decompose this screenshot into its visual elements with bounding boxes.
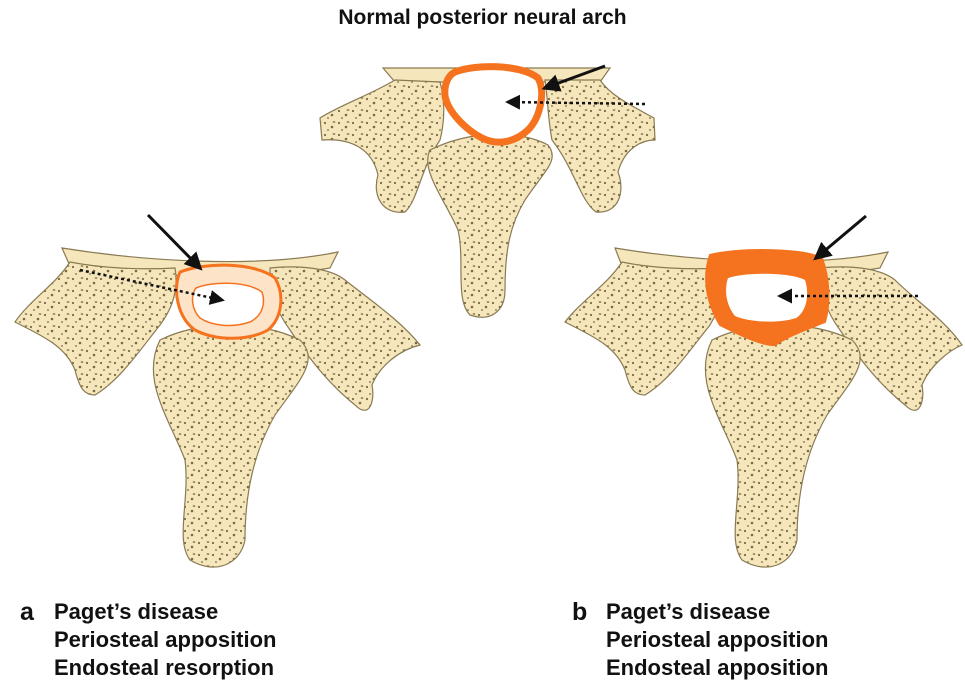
enlarged-canal bbox=[193, 283, 264, 325]
spinous-process bbox=[428, 134, 553, 317]
panel-letter-a: a bbox=[20, 598, 34, 626]
caption-b-line-3: Endosteal apposition bbox=[606, 654, 829, 682]
caption-b-line-1: Paget’s disease bbox=[606, 598, 829, 626]
left-lamina bbox=[320, 80, 444, 212]
caption-a-line-1: Paget’s disease bbox=[54, 598, 277, 626]
arch-b bbox=[565, 216, 962, 567]
normal-arch bbox=[320, 66, 655, 317]
arch-a bbox=[15, 215, 420, 567]
spinous-process bbox=[153, 325, 308, 567]
caption-a-line-3: Endosteal resorption bbox=[54, 654, 277, 682]
figure-title: Normal posterior neural arch bbox=[0, 6, 965, 30]
left-lamina bbox=[565, 262, 723, 395]
left-lamina bbox=[15, 262, 176, 395]
caption-b: b Paget’s disease Periosteal apposition … bbox=[572, 598, 902, 688]
narrowed-canal bbox=[726, 274, 807, 322]
caption-a-line-2: Periosteal apposition bbox=[54, 626, 277, 654]
caption-b-line-2: Periosteal apposition bbox=[606, 626, 829, 654]
right-lamina bbox=[545, 80, 655, 212]
neural-canal-cortex bbox=[445, 67, 542, 143]
caption-a: a Paget’s disease Periosteal apposition … bbox=[20, 598, 350, 688]
spinous-process bbox=[705, 325, 860, 567]
solid-arrow bbox=[816, 216, 866, 258]
panel-letter-b: b bbox=[572, 598, 587, 626]
